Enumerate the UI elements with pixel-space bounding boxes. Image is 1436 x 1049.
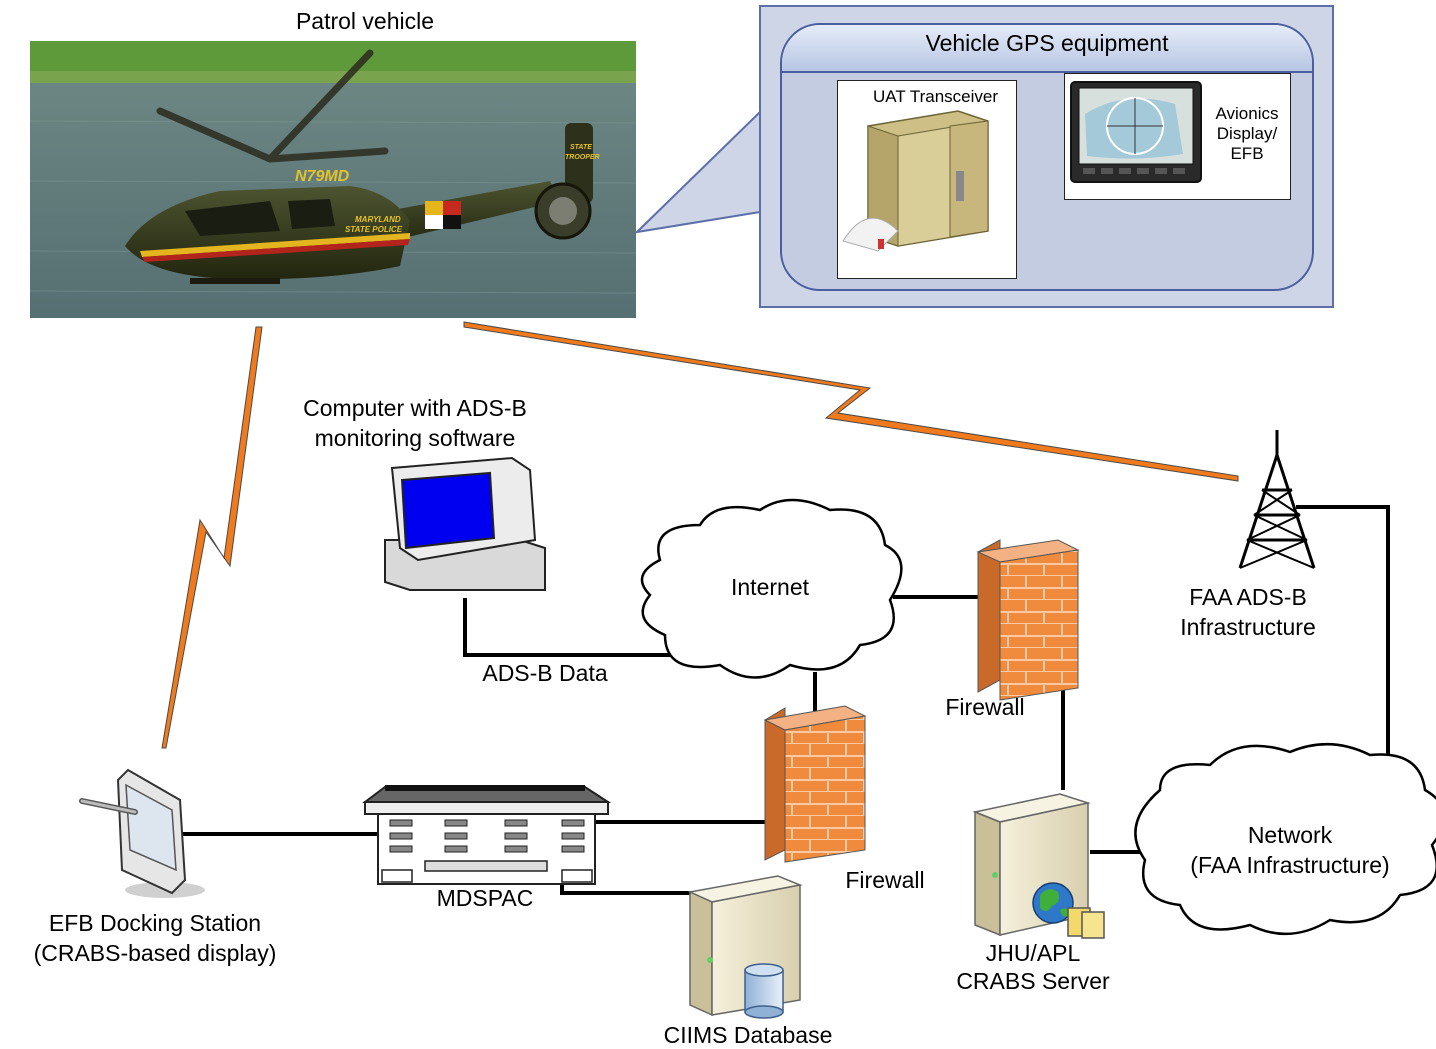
jhu-label-line2: CRABS Server — [956, 968, 1110, 994]
network-label-line2: (FAA Infrastructure) — [1190, 852, 1390, 878]
avionics-label-line3: EFB — [1230, 144, 1264, 163]
efb-label-line1: EFB Docking Station — [48, 910, 262, 936]
network-cloud-icon — [1134, 743, 1436, 936]
wireless-link-faa — [463, 321, 1239, 482]
mdspac-rack-icon — [362, 785, 612, 885]
efb-label-line2: (CRABS-based display) — [33, 940, 277, 966]
tail-marking-line1: STATE — [570, 144, 592, 151]
firewall-lower-label: Firewall — [845, 867, 925, 893]
ads-b-data-label: ADS-B Data — [482, 660, 608, 686]
mdspac-label: MDSPAC — [436, 885, 534, 911]
firewall-lower-icon — [763, 705, 867, 863]
firewall-upper-label: Firewall — [945, 694, 1025, 720]
vehicle-gps-title: Vehicle GPS equipment — [925, 30, 1169, 56]
avionics-label-line1: Avionics — [1215, 104, 1279, 123]
computer-label-line1: Computer with ADS-B — [303, 395, 527, 421]
tail-marking-line2: TROOPER — [565, 154, 600, 161]
agency-line2: STATE POLICE — [345, 225, 403, 234]
avionics-label-line2: Display/ — [1216, 124, 1278, 143]
callout-pointer — [634, 109, 761, 234]
ciims-database-label: CIIMS Database — [663, 1022, 833, 1048]
patrol-vehicle-label: Patrol vehicle — [295, 8, 435, 34]
jhu-label-line1: JHU/APL — [985, 940, 1081, 966]
agency-line1: MARYLAND — [355, 215, 401, 224]
faa-antenna-tower-icon — [1238, 430, 1316, 569]
globe-icon — [1032, 882, 1074, 924]
patrol-vehicle-photo: N79MD MARYLAND STATE POLICE STATE TROOPE… — [30, 41, 636, 318]
uat-transceiver-label: UAT Transceiver — [873, 87, 999, 106]
internet-cloud-icon — [640, 498, 903, 679]
wireless-link-efb — [161, 326, 263, 749]
faa-label-line2: Infrastructure — [1180, 614, 1316, 640]
firewall-upper-icon — [976, 539, 1080, 701]
efb-tablet-icon — [79, 768, 205, 898]
network-connections — [183, 505, 1390, 895]
monitoring-computer-icon — [384, 456, 546, 591]
uat-transceiver-box: UAT Transceiver — [837, 80, 1017, 279]
tail-number: N79MD — [295, 168, 350, 185]
file-folder-icon — [1067, 907, 1105, 939]
network-label-line1: Network — [1247, 822, 1333, 848]
avionics-display-box: Avionics Display/ EFB — [1064, 73, 1291, 200]
faa-label-line1: FAA ADS-B — [1189, 584, 1307, 610]
internet-label: Internet — [731, 574, 809, 600]
computer-label-line2: monitoring software — [314, 425, 516, 451]
ciims-database-server-icon — [687, 875, 803, 1019]
